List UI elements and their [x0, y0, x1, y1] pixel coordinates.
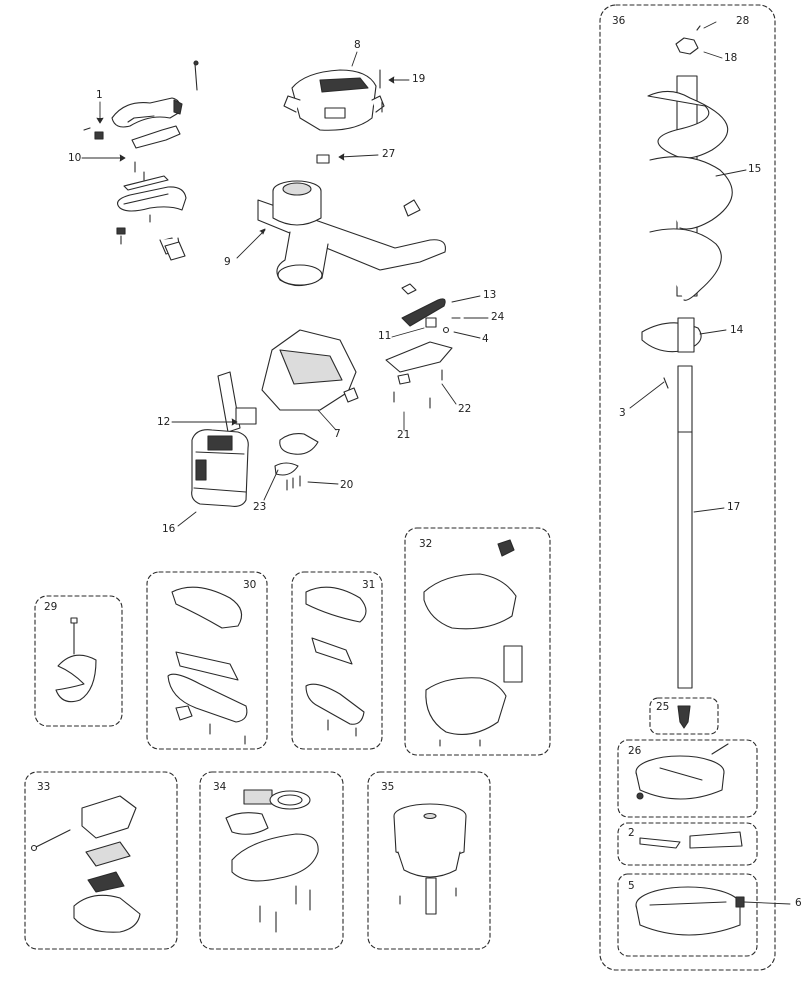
- group-box-31: [291, 571, 383, 750]
- group-box-25: [649, 697, 719, 735]
- callout-29: 29: [44, 601, 58, 613]
- callout-11: 11: [378, 330, 392, 342]
- callout-34: 34: [213, 781, 227, 793]
- callout-2: 2: [628, 827, 635, 839]
- callout-21: 21: [397, 429, 411, 441]
- battery-part: [191, 429, 249, 507]
- box-32-part: [423, 539, 523, 747]
- callout-9: 9: [224, 256, 231, 268]
- box-30-part: [167, 586, 248, 745]
- callout-15: 15: [748, 163, 762, 175]
- top-cover-part: [283, 69, 385, 164]
- callout-8: 8: [354, 39, 361, 51]
- callout-7: 7: [334, 428, 341, 440]
- callout-12: 12: [157, 416, 171, 428]
- callout-5: 5: [628, 880, 635, 892]
- callout-35: 35: [381, 781, 395, 793]
- callout-16: 16: [162, 523, 176, 535]
- gearbox-housing-part: [217, 329, 359, 491]
- callout-27: 27: [382, 148, 396, 160]
- callout-6: 6: [795, 897, 802, 909]
- callout-3: 3: [619, 407, 626, 419]
- group-box-29: [34, 595, 123, 727]
- callout-19: 19: [412, 73, 426, 85]
- callout-18: 18: [724, 52, 738, 64]
- callout-17: 17: [727, 501, 741, 513]
- handle-upper-part: [83, 60, 199, 255]
- group-box-32: [404, 527, 551, 756]
- callout-10: 10: [68, 152, 82, 164]
- callout-20: 20: [340, 479, 354, 491]
- motor-frame-part: [164, 180, 446, 287]
- group-box-35: [367, 771, 491, 950]
- box-31-part: [305, 586, 367, 737]
- box-35-part: [393, 803, 467, 915]
- group-box-26: [617, 739, 758, 818]
- callout-30: 30: [243, 579, 257, 591]
- callout-22: 22: [458, 403, 472, 415]
- callout-26: 26: [628, 745, 642, 757]
- auger-assembly-part: [641, 25, 733, 689]
- callout-31: 31: [362, 579, 376, 591]
- group-box-36: [599, 4, 776, 971]
- box-34-part: [225, 789, 319, 933]
- callout-33: 33: [37, 781, 51, 793]
- group-box-30: [146, 571, 268, 750]
- box-33-part: [30, 795, 141, 933]
- blade-parts: [635, 705, 745, 936]
- callout-1: 1: [96, 89, 103, 101]
- callout-14: 14: [730, 324, 744, 336]
- group-box-5: [617, 873, 758, 957]
- callout-36: 36: [612, 15, 626, 27]
- callout-24: 24: [491, 311, 505, 323]
- group-box-33: [24, 771, 178, 950]
- callout-13: 13: [483, 289, 497, 301]
- callout-32: 32: [419, 538, 433, 550]
- trigger-assembly-part: [385, 283, 461, 409]
- callout-25: 25: [656, 701, 670, 713]
- callout-28: 28: [736, 15, 750, 27]
- callout-23: 23: [253, 501, 267, 513]
- callout-4: 4: [482, 333, 489, 345]
- leader-lines: [81, 21, 791, 905]
- box-29-part: [55, 617, 97, 703]
- group-box-2: [617, 822, 758, 866]
- group-box-34: [199, 771, 344, 950]
